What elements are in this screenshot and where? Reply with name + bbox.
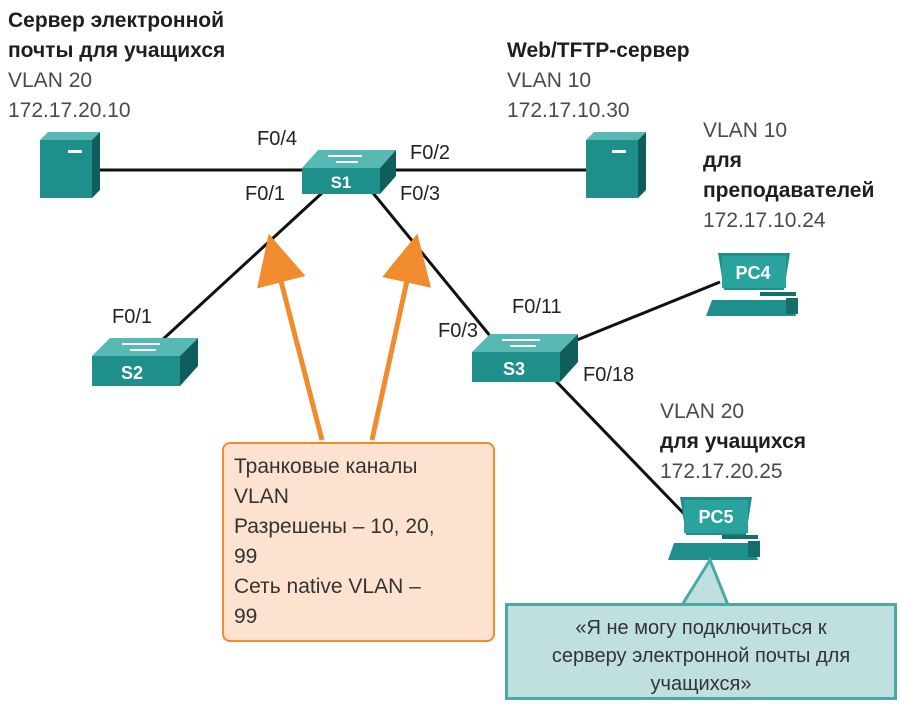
switch-s1-icon: S1: [302, 150, 396, 194]
port-s3-f03: F0/3: [438, 320, 479, 342]
switch-s2-icon: S2: [92, 338, 198, 386]
pc5-vlan: VLAN 20: [660, 400, 745, 423]
trunk-note-line6: 99: [234, 605, 258, 628]
port-s1-f04: F0/4: [257, 128, 298, 150]
pc4-vlan: VLAN 10: [703, 119, 788, 142]
pc4-role-line1: для: [703, 149, 742, 172]
link-s3-pc4: [571, 280, 721, 344]
mail-server-vlan: VLAN 20: [8, 69, 93, 92]
pc5-label: PC5: [698, 507, 733, 527]
trunk-note-line2: VLAN: [234, 485, 289, 508]
switch-s1-label: S1: [331, 173, 352, 192]
web-server-name: Web/TFTP-сервер: [507, 39, 690, 62]
quote-line3: учащихся»: [650, 673, 752, 695]
trunk-note-line5: Сеть native VLAN –: [234, 575, 421, 598]
switch-s3-icon: S3: [472, 334, 578, 382]
link-s1-s2: [158, 191, 324, 344]
trunk-note-line4: 99: [234, 545, 258, 568]
pc4-role-line2: преподавателей: [703, 179, 875, 202]
trunk-arrow-left: [257, 233, 325, 441]
quote-pointer: [679, 556, 731, 607]
link-s3-pc5: [548, 373, 692, 522]
port-s3-f011: F0/11: [512, 296, 562, 318]
link-s1-s3: [371, 192, 502, 349]
mail-server-icon: [40, 132, 100, 198]
port-s2-f01: F0/1: [112, 306, 153, 328]
port-s3-f018: F0/18: [583, 364, 635, 386]
pc4-ip: 172.17.10.24: [703, 209, 826, 232]
port-s1-f02: F0/2: [410, 142, 451, 164]
quote-callout: «Я не могу подключиться к серверу электр…: [505, 603, 897, 700]
pc4-label: PC4: [735, 263, 770, 283]
mail-server-ip: 172.17.20.10: [8, 99, 131, 122]
mail-server-name-line1: Сервер электронной: [8, 9, 225, 32]
web-server-icon: [586, 132, 646, 198]
pc5-role: для учащихся: [660, 430, 807, 453]
quote-line2: серверу электронной почты для: [551, 645, 851, 667]
web-server-ip: 172.17.10.30: [507, 99, 630, 122]
switch-s2-label: S2: [121, 363, 143, 383]
trunk-note-callout: Транковые каналы VLAN Разрешены – 10, 20…: [222, 442, 495, 642]
switch-s3-label: S3: [503, 359, 525, 379]
quote-line1: «Я не могу подключиться к: [575, 617, 827, 639]
trunk-note-line3: Разрешены – 10, 20,: [234, 515, 435, 538]
pc4-icon: PC4: [706, 253, 798, 316]
mail-server-name-line2: почты для учащихся: [8, 39, 226, 62]
port-s1-f03: F0/3: [400, 183, 441, 205]
trunk-arrow-right: [369, 233, 432, 441]
trunk-note-line1: Транковые каналы: [234, 455, 418, 478]
port-s1-f01: F0/1: [245, 183, 286, 205]
pc5-icon: PC5: [668, 497, 760, 560]
web-server-vlan: VLAN 10: [507, 69, 592, 92]
pc5-ip: 172.17.20.25: [660, 460, 783, 483]
